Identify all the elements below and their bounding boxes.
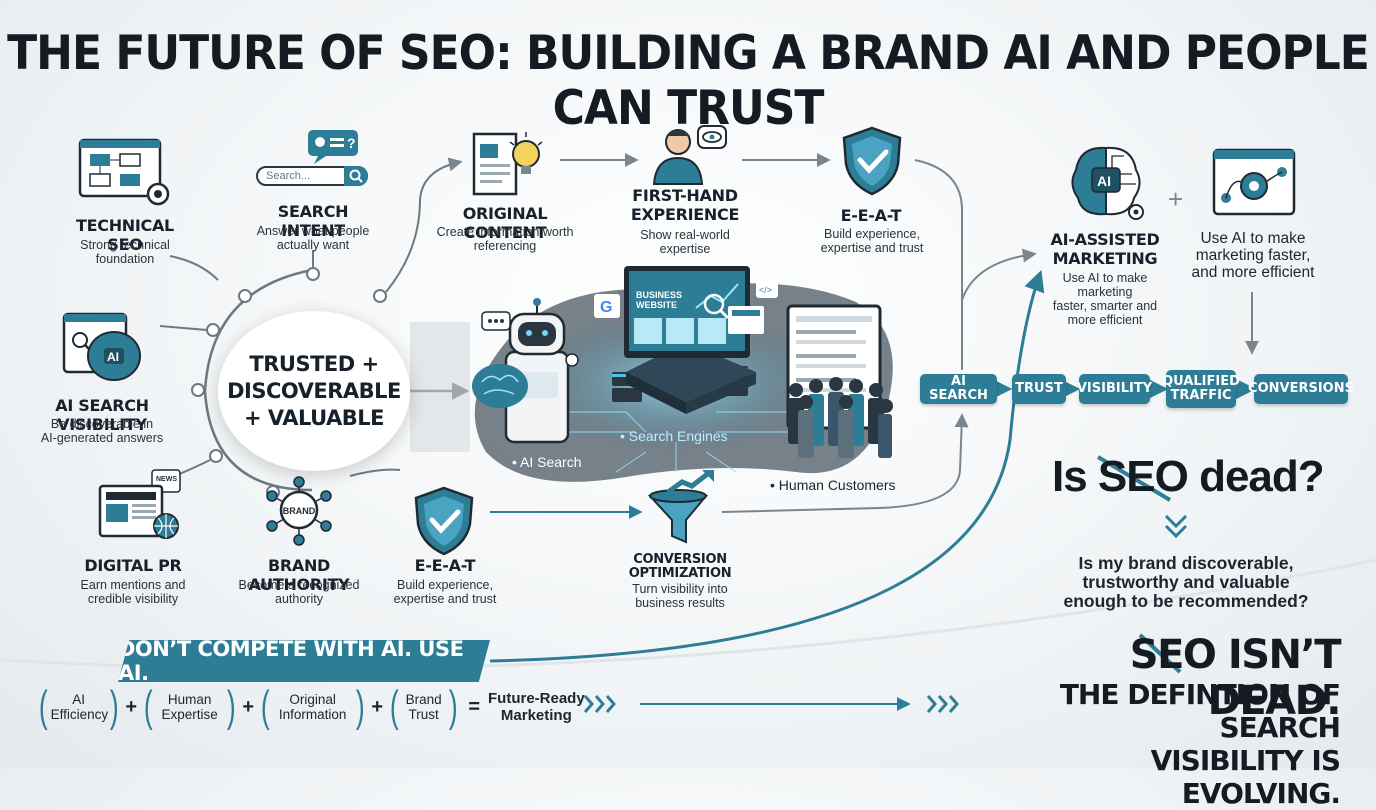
chevrons-left-icon — [583, 695, 616, 713]
page-title: THE FUTURE OF SEO: BUILDING A BRAND AI A… — [7, 25, 1370, 137]
svg-text:</>: </> — [759, 285, 772, 295]
search-input[interactable]: Search... — [256, 166, 368, 186]
svg-text:AI: AI — [107, 350, 119, 364]
original-content-title: ORIGINAL CONTENT — [462, 204, 548, 242]
newspaper-icon: NEWS — [98, 469, 181, 539]
pipeline-trust: TRUST — [1012, 374, 1066, 404]
funnel-arrow-icon — [647, 470, 714, 544]
svg-text:BRAND: BRAND — [283, 506, 316, 516]
monitor-flowchart-icon — [78, 138, 170, 206]
svg-text:AI: AI — [1097, 173, 1111, 189]
human-customers-icon — [788, 377, 893, 458]
center-value-circle: TRUSTED +DISCOVERABLE+ VALUABLE — [218, 311, 410, 471]
pipeline-ai-search: AI SEARCH — [920, 374, 997, 404]
business-website-monitor-icon — [624, 266, 750, 358]
connector-layer — [0, 153, 1376, 713]
ai-search-label: • AI Search — [512, 454, 582, 470]
conclusion-headline: SEO ISN’T DEAD. — [1129, 632, 1342, 724]
svg-text:G: G — [600, 299, 612, 316]
compete-banner: DON’T COMPETE WITH AI. USE AI. — [118, 640, 490, 682]
chevron-down-icon — [1164, 514, 1188, 539]
brain-icon — [472, 364, 528, 408]
person-eye-icon — [652, 125, 727, 185]
svg-text:?: ? — [347, 135, 356, 151]
search-icon[interactable] — [344, 166, 368, 186]
brand-network-icon: BRAND — [266, 476, 332, 546]
eeat-top-desc: Build experience,expertise and trust — [820, 227, 924, 255]
google-icon: G — [594, 294, 620, 318]
digital-pr-title: DIGITAL PR — [84, 556, 182, 575]
code-chip-icon: </> — [756, 280, 778, 298]
ai-search-scene: G </> — [472, 266, 893, 482]
eeat-top-title: E-E-A-T — [840, 206, 902, 225]
shield-check-icon — [842, 126, 902, 196]
ai-search-visibility-title: AI SEARCH VISIBILITY — [55, 396, 149, 434]
brain-circuit-icon: AI — [1071, 146, 1144, 220]
human-customers-label: • Human Customers — [770, 477, 896, 493]
technical-seo-title: TECHNICAL SEO — [76, 216, 174, 254]
brand-authority-title: BRAND AUTHORITY — [248, 556, 350, 594]
plus-sign: + — [1168, 184, 1184, 214]
svg-text:NEWS: NEWS — [156, 476, 177, 483]
eeat-bottom-title: E-E-A-T — [414, 556, 476, 575]
eeat-bottom-desc: Build experience,expertise and trust — [393, 578, 497, 606]
monitor-brain-icon: AI — [62, 312, 141, 381]
robot-icon — [481, 298, 579, 444]
monitor-gears-icon — [1212, 148, 1296, 216]
search-intent-title: SEARCH INTENT — [277, 202, 349, 240]
chat-bubble-icon: ? — [308, 130, 358, 164]
shield-check-icon — [414, 486, 474, 556]
pipeline-visibility: VISIBILITY — [1077, 374, 1152, 404]
seo-dead-question: Is SEO dead? — [1052, 452, 1325, 501]
pipeline-conversions: CONVERSIONS — [1248, 374, 1354, 404]
brand-question-text: Is my brand discoverable,trustworthy and… — [1063, 553, 1309, 611]
document-bulb-icon — [472, 132, 543, 196]
search-engines-label: • Search Engines — [620, 428, 728, 444]
